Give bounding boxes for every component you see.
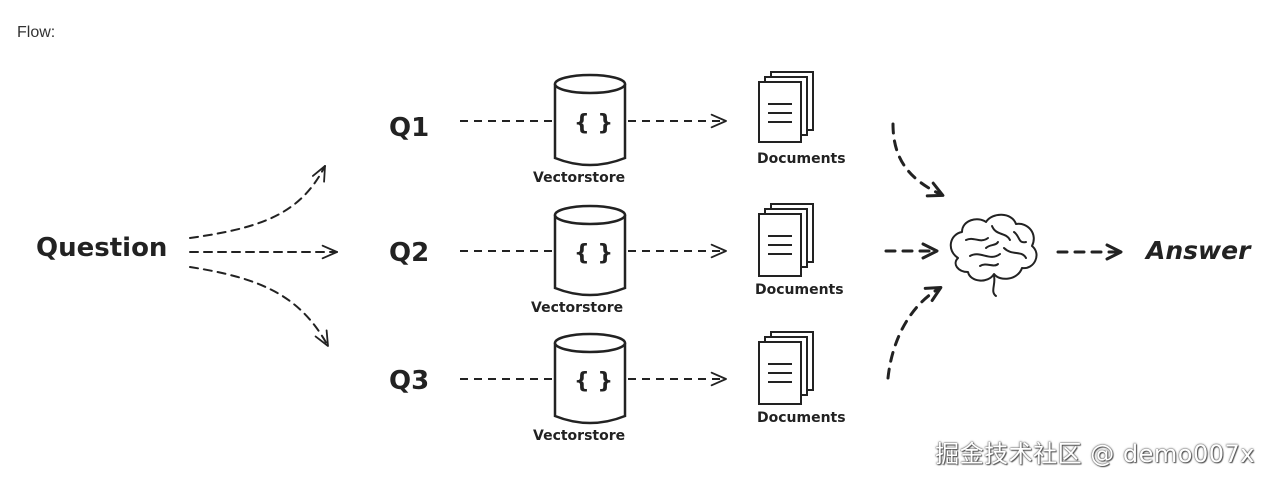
store-label-1: Vectorstore — [533, 170, 625, 186]
vectorstore-icon — [553, 73, 627, 167]
query-label-1: Q1 — [389, 113, 429, 143]
store-glyph-3: { } — [574, 369, 613, 394]
fanout-arrow-up — [189, 165, 326, 239]
query-row-2: Q2 { } Vectorstore Documents — [389, 203, 844, 316]
converge-arrow-top — [891, 122, 945, 198]
vectorstore-icon — [553, 332, 627, 425]
flow-label: Flow: — [17, 24, 56, 41]
question-label: Question — [36, 233, 167, 263]
watermark: 掘金技术社区 @ demo007x — [935, 440, 1255, 468]
brain-icon — [949, 213, 1038, 297]
query-label-3: Q3 — [389, 366, 429, 396]
fanout-arrow-down — [189, 266, 329, 347]
store-label-2: Vectorstore — [531, 300, 623, 316]
store-glyph-1: { } — [574, 111, 613, 136]
query-row-3: Q3 { } Vectorstore Documents — [389, 331, 846, 444]
fanout-arrows — [189, 165, 338, 347]
docs-label-2: Documents — [755, 282, 844, 298]
answer-label: Answer — [1144, 236, 1252, 265]
converge-arrows — [884, 122, 945, 380]
docs-label-1: Documents — [757, 151, 846, 167]
query-label-2: Q2 — [389, 238, 429, 268]
query-row-1: Q1 { } Vectorstore Documents — [389, 71, 846, 186]
store-glyph-2: { } — [574, 241, 613, 266]
docs-label-3: Documents — [757, 410, 846, 426]
vectorstore-icon — [553, 204, 627, 297]
store-label-3: Vectorstore — [533, 428, 625, 444]
converge-arrow-bottom — [886, 286, 943, 380]
documents-icon — [758, 71, 814, 143]
documents-icon — [758, 203, 814, 277]
documents-icon — [758, 331, 814, 405]
